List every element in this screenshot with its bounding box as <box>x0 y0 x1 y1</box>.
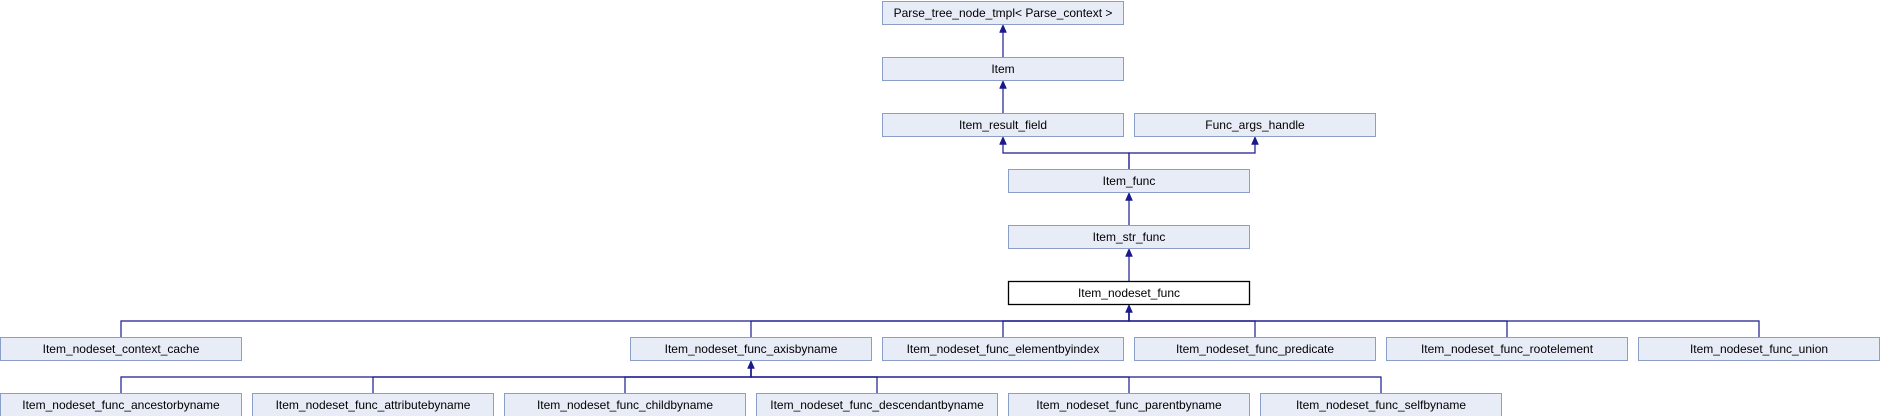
class-node-label: Parse_tree_node_tmpl< Parse_context > <box>894 6 1113 20</box>
class-node-label: Func_args_handle <box>1205 118 1305 132</box>
class-node-item-nodeset-func-selfbyname[interactable]: Item_nodeset_func_selfbyname <box>1260 393 1502 416</box>
class-node-item-result-field[interactable]: Item_result_field <box>882 113 1124 137</box>
class-node-box <box>756 393 998 416</box>
class-node-label: Item_str_func <box>1093 230 1166 244</box>
class-node-label: Item_nodeset_func <box>1078 286 1180 300</box>
class-node-label: Item_nodeset_func_attributebyname <box>276 398 471 412</box>
class-node-func-args-handle[interactable]: Func_args_handle <box>1134 113 1376 137</box>
edge-item_nodeset_func_descendantbyname-to-item_nodeset_func_axisbyname <box>750 367 878 394</box>
class-node-box <box>1007 280 1251 306</box>
class-node-box <box>630 337 872 361</box>
class-node-label: Item_result_field <box>959 118 1047 132</box>
class-node-label: Item_nodeset_func_elementbyindex <box>907 342 1100 356</box>
arrowhead-item <box>999 79 1007 89</box>
class-node-box <box>882 57 1124 81</box>
arrowhead-item_str_func <box>1125 247 1133 257</box>
edge-item_nodeset_func_rootelement-to-item_nodeset_func <box>1128 311 1508 338</box>
class-node-label: Item_nodeset_func_ancestorbyname <box>22 398 220 412</box>
class-node-label: Item_func <box>1103 174 1156 188</box>
edge-item_nodeset_func_childbyname-to-item_nodeset_func_axisbyname <box>624 367 752 394</box>
class-node-box <box>0 393 242 416</box>
class-node-label: Item_nodeset_func_axisbyname <box>665 342 838 356</box>
edge-item_func-to-func_args_handle <box>1128 143 1256 170</box>
class-node-box <box>1008 225 1250 249</box>
edge-item_nodeset_func_ancestorbyname-to-item_nodeset_func_axisbyname <box>120 367 752 394</box>
edges-layer <box>120 23 1760 394</box>
class-node-item-nodeset-func-parentbyname[interactable]: Item_nodeset_func_parentbyname <box>1008 393 1250 416</box>
class-node-label: Item_nodeset_func_selfbyname <box>1296 398 1466 412</box>
class-node-box <box>504 393 746 416</box>
class-node-item-nodeset-func-rootelement[interactable]: Item_nodeset_func_rootelement <box>1386 337 1628 361</box>
class-node-item-nodeset-func-descendantbyname[interactable]: Item_nodeset_func_descendantbyname <box>756 393 998 416</box>
class-node-box <box>1260 393 1502 416</box>
class-node-label: Item_nodeset_context_cache <box>43 342 200 356</box>
class-node-item-nodeset-func: Item_nodeset_func <box>1007 280 1251 306</box>
edge-item_nodeset_func_axisbyname-to-item_nodeset_func <box>750 311 1130 338</box>
class-node-label: Item <box>991 62 1014 76</box>
class-node-box <box>1008 393 1250 416</box>
edge-item_nodeset_func_parentbyname-to-item_nodeset_func_axisbyname <box>750 367 1130 394</box>
arrowhead-item_func <box>1125 191 1133 201</box>
class-node-item-nodeset-func-union[interactable]: Item_nodeset_func_union <box>1638 337 1880 361</box>
arrowhead-item_nodeset_func_axisbyname <box>747 359 755 369</box>
edge-item_nodeset_func_union-to-item_nodeset_func <box>1128 311 1760 338</box>
class-node-item-nodeset-func-predicate[interactable]: Item_nodeset_func_predicate <box>1134 337 1376 361</box>
class-node-item-nodeset-func-elementbyindex[interactable]: Item_nodeset_func_elementbyindex <box>882 337 1124 361</box>
class-node-item-func[interactable]: Item_func <box>1008 169 1250 193</box>
class-node-parse-tree-node-tmpl[interactable]: Parse_tree_node_tmpl< Parse_context > <box>882 1 1124 25</box>
arrowhead-parse_tree_node_tmpl <box>999 23 1007 33</box>
class-node-box <box>882 1 1124 25</box>
class-node-box <box>1386 337 1628 361</box>
edge-item_nodeset_func_attributebyname-to-item_nodeset_func_axisbyname <box>372 367 752 394</box>
edge-item_nodeset_func_predicate-to-item_nodeset_func <box>1128 311 1256 338</box>
class-node-item-nodeset-func-attributebyname[interactable]: Item_nodeset_func_attributebyname <box>252 393 494 416</box>
class-node-label: Item_nodeset_func_parentbyname <box>1036 398 1222 412</box>
class-node-label: Item_nodeset_func_childbyname <box>537 398 713 412</box>
edge-item_nodeset_func_elementbyindex-to-item_nodeset_func <box>1002 311 1130 338</box>
class-node-item[interactable]: Item <box>882 57 1124 81</box>
class-node-box <box>882 113 1124 137</box>
class-node-item-str-func[interactable]: Item_str_func <box>1008 225 1250 249</box>
edge-item_func-to-item_result_field <box>1002 143 1130 170</box>
class-node-label: Item_nodeset_func_rootelement <box>1421 342 1594 356</box>
class-node-label: Item_nodeset_func_predicate <box>1176 342 1334 356</box>
edge-item_nodeset_context_cache-to-item_nodeset_func <box>120 311 1130 338</box>
class-node-box <box>1134 337 1376 361</box>
class-node-item-nodeset-func-axisbyname[interactable]: Item_nodeset_func_axisbyname <box>630 337 872 361</box>
arrowhead-func_args_handle <box>1251 135 1259 145</box>
class-node-box <box>1008 169 1250 193</box>
class-node-box <box>252 393 494 416</box>
edge-item_nodeset_func_selfbyname-to-item_nodeset_func_axisbyname <box>750 367 1382 394</box>
class-node-label: Item_nodeset_func_union <box>1690 342 1828 356</box>
class-node-item-nodeset-func-childbyname[interactable]: Item_nodeset_func_childbyname <box>504 393 746 416</box>
class-node-item-nodeset-func-ancestorbyname[interactable]: Item_nodeset_func_ancestorbyname <box>0 393 242 416</box>
class-node-box <box>0 337 242 361</box>
class-node-box <box>882 337 1124 361</box>
arrowhead-item_result_field <box>999 135 1007 145</box>
class-node-item-nodeset-context-cache[interactable]: Item_nodeset_context_cache <box>0 337 242 361</box>
arrowhead-item_nodeset_func <box>1125 303 1133 313</box>
class-node-label: Item_nodeset_func_descendantbyname <box>770 398 984 412</box>
class-node-box <box>1134 113 1376 137</box>
